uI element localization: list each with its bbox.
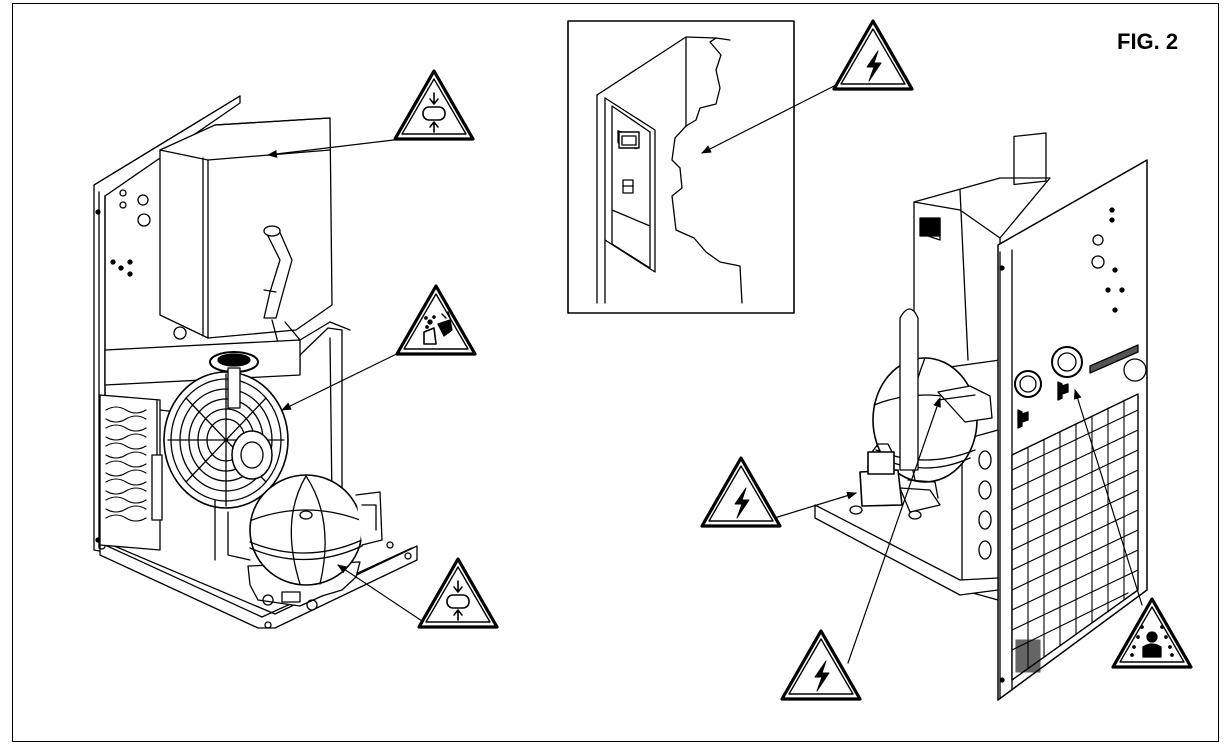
electric-shock-icon: [700, 456, 782, 528]
rotating-fan-hazard-icon: [395, 284, 477, 356]
figure-label: FIG. 2: [1117, 29, 1179, 54]
electric-shock-icon: [780, 629, 862, 701]
electric-shock-icon: [832, 19, 914, 91]
ventilation-grille: [1011, 393, 1139, 681]
control-panel-inset: [567, 20, 795, 314]
right-compressor: [859, 357, 993, 513]
left-compressor: [247, 474, 383, 611]
figure-frame: [12, 3, 1219, 742]
left-dryer-unit: [93, 95, 418, 629]
compressed-air-hazard-icon: [1111, 597, 1193, 669]
pressure-vessel-icon: [393, 69, 475, 141]
right-dryer-unit: [814, 132, 1148, 701]
pressure-vessel-icon: [417, 557, 499, 629]
leader-arrows: [267, 81, 1143, 664]
